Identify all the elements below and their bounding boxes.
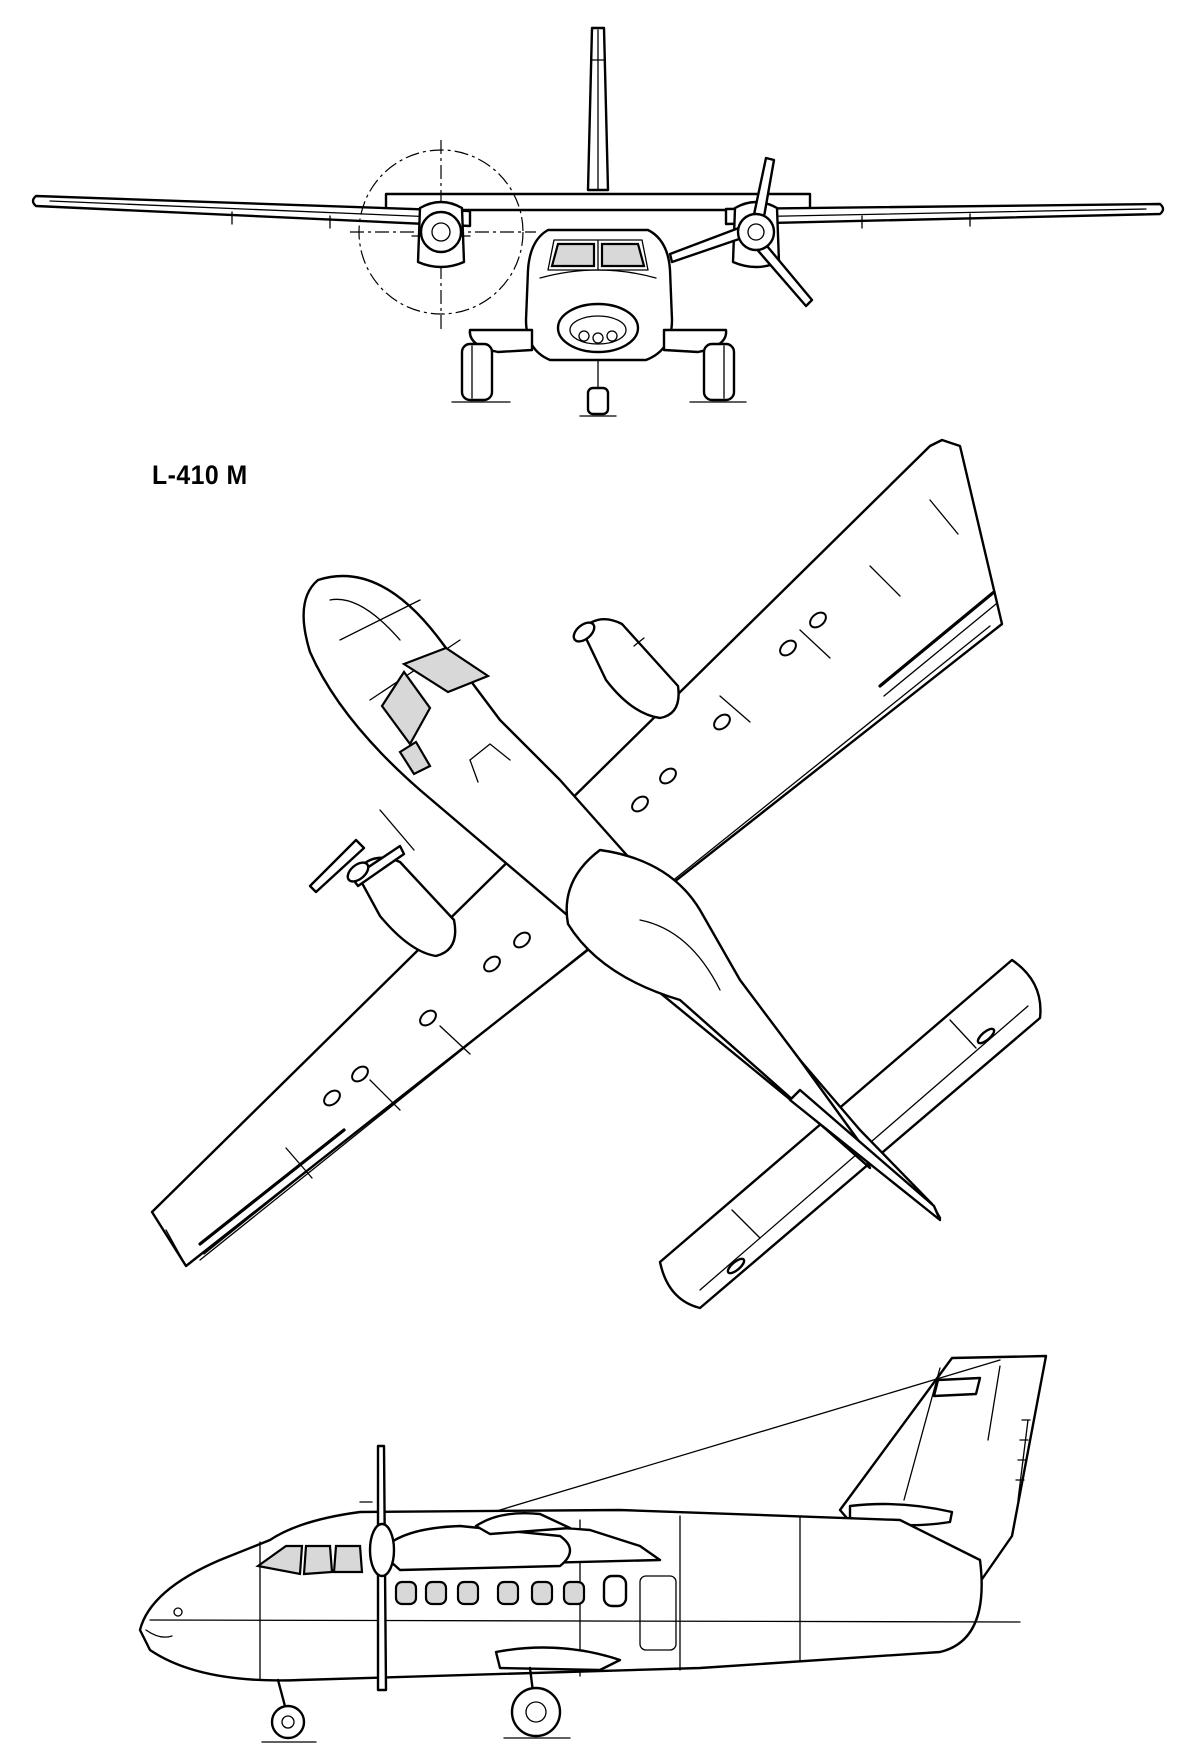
side-landing-gear [261,1666,571,1743]
front-landing-gear [451,328,747,417]
side-view [138,1354,1048,1743]
model-label: L-410 M [152,460,248,490]
front-main-wing [31,194,1165,229]
side-cockpit-windows [255,1544,364,1576]
top-left-engine [308,809,457,958]
front-fuselage [524,228,674,362]
top-right-engine [572,618,680,720]
side-wing-engine [359,1444,662,1692]
top-cockpit-windows [401,646,491,694]
top-fuselage [302,574,942,1222]
front-vertical-tail [586,26,610,192]
front-left-engine [350,140,536,330]
front-cockpit-windows [550,242,646,268]
front-view [31,26,1165,417]
front-right-engine [668,156,814,308]
side-cabin-windows [394,1574,677,1651]
top-view [150,438,1042,1310]
